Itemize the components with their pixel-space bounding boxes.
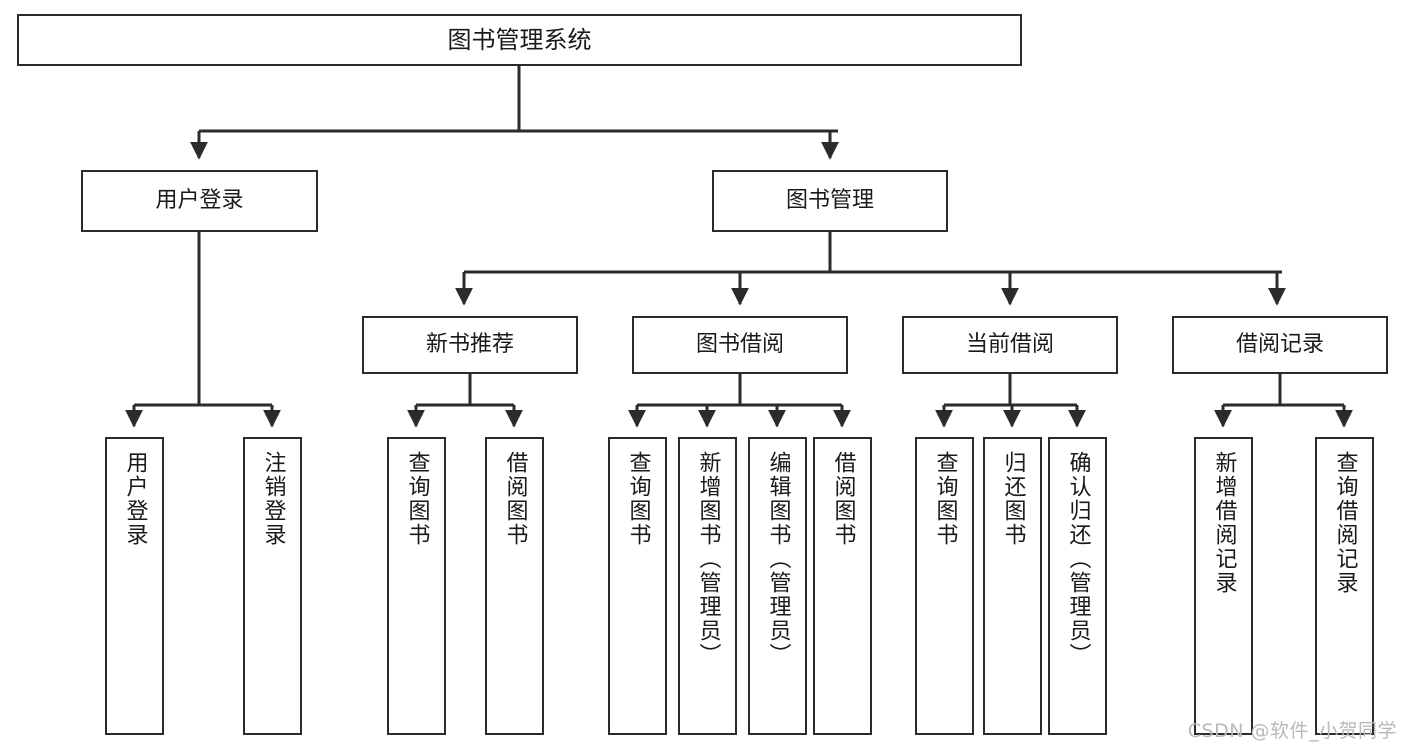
- node-leaf-query-book-2[interactable]: 查询图书: [608, 437, 667, 735]
- node-leaf-query-book-1[interactable]: 查询图书: [387, 437, 446, 735]
- node-leaf-confirm-return[interactable]: 确认归还（管理员）: [1048, 437, 1107, 735]
- node-leaf-user-login[interactable]: 用户登录: [105, 437, 164, 735]
- node-user-login[interactable]: 用户登录: [81, 170, 318, 232]
- node-leaf-add-record-label: 新增借阅记录: [1211, 451, 1237, 595]
- node-current-borrow[interactable]: 当前借阅: [902, 316, 1118, 374]
- node-leaf-query-record[interactable]: 查询借阅记录: [1315, 437, 1374, 735]
- node-leaf-confirm-return-label: 确认归还（管理员）: [1065, 451, 1091, 667]
- node-new-book-recommend-label: 新书推荐: [425, 332, 514, 358]
- node-leaf-query-book-2-label: 查询图书: [625, 451, 651, 547]
- node-leaf-user-logout-label: 注销登录: [260, 451, 286, 547]
- node-book-management-label: 图书管理: [785, 188, 874, 214]
- node-leaf-query-book-1-label: 查询图书: [404, 451, 430, 547]
- node-leaf-query-book-3[interactable]: 查询图书: [915, 437, 974, 735]
- node-leaf-add-book[interactable]: 新增图书（管理员）: [678, 437, 737, 735]
- node-book-borrow[interactable]: 图书借阅: [632, 316, 848, 374]
- node-leaf-query-record-label: 查询借阅记录: [1332, 451, 1358, 595]
- node-leaf-borrow-book-2-label: 借阅图书: [830, 451, 856, 547]
- node-root-label: 图书管理系统: [447, 25, 592, 54]
- node-leaf-borrow-book-2[interactable]: 借阅图书: [813, 437, 872, 735]
- node-leaf-user-login-label: 用户登录: [122, 451, 148, 547]
- node-book-management[interactable]: 图书管理: [712, 170, 948, 232]
- node-borrow-record[interactable]: 借阅记录: [1172, 316, 1388, 374]
- node-book-borrow-label: 图书借阅: [695, 332, 784, 358]
- node-new-book-recommend[interactable]: 新书推荐: [362, 316, 578, 374]
- node-leaf-add-record[interactable]: 新增借阅记录: [1194, 437, 1253, 735]
- node-leaf-edit-book-label: 编辑图书（管理员）: [765, 451, 791, 667]
- node-leaf-user-logout[interactable]: 注销登录: [243, 437, 302, 735]
- node-leaf-edit-book[interactable]: 编辑图书（管理员）: [748, 437, 807, 735]
- node-borrow-record-label: 借阅记录: [1235, 332, 1324, 358]
- node-user-login-label: 用户登录: [155, 188, 244, 214]
- node-leaf-borrow-book-1[interactable]: 借阅图书: [485, 437, 544, 735]
- node-leaf-return-book[interactable]: 归还图书: [983, 437, 1042, 735]
- node-leaf-borrow-book-1-label: 借阅图书: [502, 451, 528, 547]
- node-leaf-add-book-label: 新增图书（管理员）: [695, 451, 721, 667]
- node-root[interactable]: 图书管理系统: [17, 14, 1022, 66]
- node-leaf-return-book-label: 归还图书: [1000, 451, 1026, 547]
- node-leaf-query-book-3-label: 查询图书: [932, 451, 958, 547]
- node-current-borrow-label: 当前借阅: [965, 332, 1054, 358]
